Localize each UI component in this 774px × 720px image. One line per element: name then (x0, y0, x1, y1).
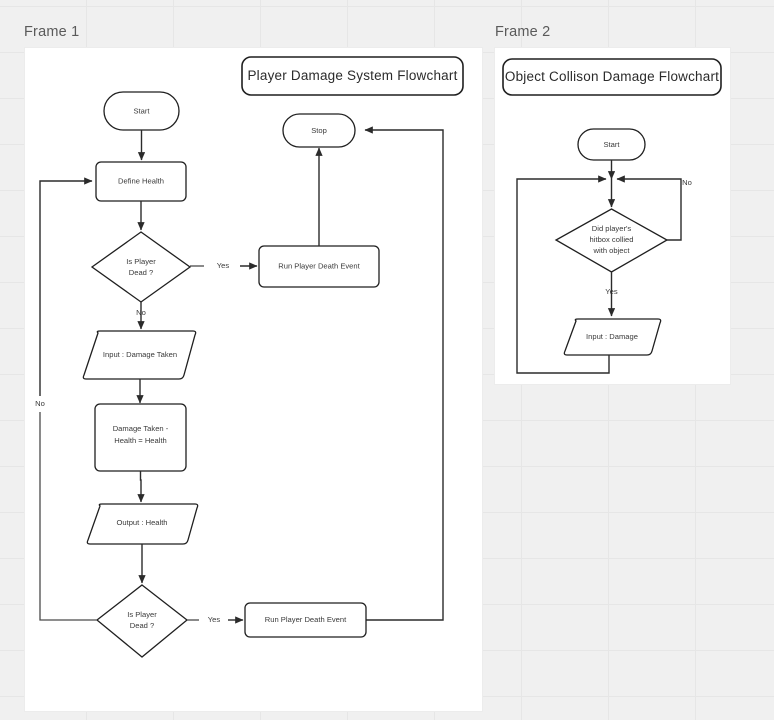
frame1-edge-label-yes-top: Yes (217, 261, 230, 270)
edge-death-event-bottom-to-stop (364, 126, 444, 621)
frame1-edge-label-no-loop: No (35, 399, 45, 408)
frame1-decision1-line2: Dead ? (129, 268, 154, 277)
frame1-node-input-damage-taken[interactable]: Input : Damage Taken (82, 330, 197, 380)
edge-frame2-no-loop (616, 175, 682, 241)
frame1-node-run-player-death-event-bottom[interactable]: Run Player Death Event (244, 602, 367, 638)
frame2-decision-line1: Did player's (592, 224, 632, 233)
frame1-edge-label-yes-bottom: Yes (208, 615, 221, 624)
frame2-node-start[interactable]: Start (577, 128, 646, 161)
frame2-title-text: Object Collison Damage Flowchart (505, 69, 719, 84)
edge-decision2-no-rail-lower (39, 412, 97, 621)
frame1-node-output-health[interactable]: Output : Health (86, 503, 199, 545)
edge-process-to-output (137, 471, 145, 503)
frame2-start-label: Start (603, 140, 620, 149)
frame2-edge-label-no: No (682, 178, 692, 187)
frame1-output-health-label: Output : Health (116, 518, 167, 527)
frame1-node-define-health[interactable]: Define Health (95, 161, 187, 202)
frame1-decision1-line1: Is Player (126, 257, 156, 266)
frame-1-label[interactable]: Frame 1 (24, 24, 80, 40)
frame1-define-health-label: Define Health (118, 177, 164, 186)
frame1-node-start[interactable]: Start (103, 91, 180, 131)
frame1-decision2-line2: Dead ? (130, 621, 155, 630)
frame2-title-node[interactable]: Object Collison Damage Flowchart (502, 58, 722, 96)
frame1-title-node[interactable]: Player Damage System Flowchart (241, 56, 464, 96)
frame1-input-damage-label: Input : Damage Taken (103, 350, 177, 359)
edge-no-loop-to-define-health (39, 177, 93, 396)
frame1-node-process-damage[interactable]: Damage Taken - Health = Health (94, 403, 187, 472)
edge-frame2-input-loop-back (516, 175, 610, 374)
frame1-death-event-bottom-label: Run Player Death Event (265, 615, 347, 624)
frame2-node-input-damage[interactable]: Input : Damage (563, 318, 662, 356)
frame-2-label[interactable]: Frame 2 (495, 24, 551, 40)
frame1-stop-label: Stop (311, 126, 327, 135)
frame2-input-damage-label: Input : Damage (586, 332, 638, 341)
frame2-decision-line2: hitbox collied (590, 235, 634, 244)
frame1-decision2-line1: Is Player (127, 610, 157, 619)
frame1-start-label: Start (133, 107, 150, 116)
frame1-node-decision-is-player-dead-bottom[interactable]: Is Player Dead ? (95, 584, 189, 658)
frame2-decision-line3: with object (593, 246, 631, 255)
frame1-process-line1: Damage Taken - (113, 424, 169, 433)
frame1-process-line2: Health = Health (114, 436, 167, 445)
frame1-node-run-player-death-event-top[interactable]: Run Player Death Event (258, 245, 380, 288)
frame1-death-event-top-label: Run Player Death Event (278, 262, 360, 271)
frame1-node-stop[interactable]: Stop (282, 113, 356, 148)
frame1-title-text: Player Damage System Flowchart (247, 68, 457, 83)
